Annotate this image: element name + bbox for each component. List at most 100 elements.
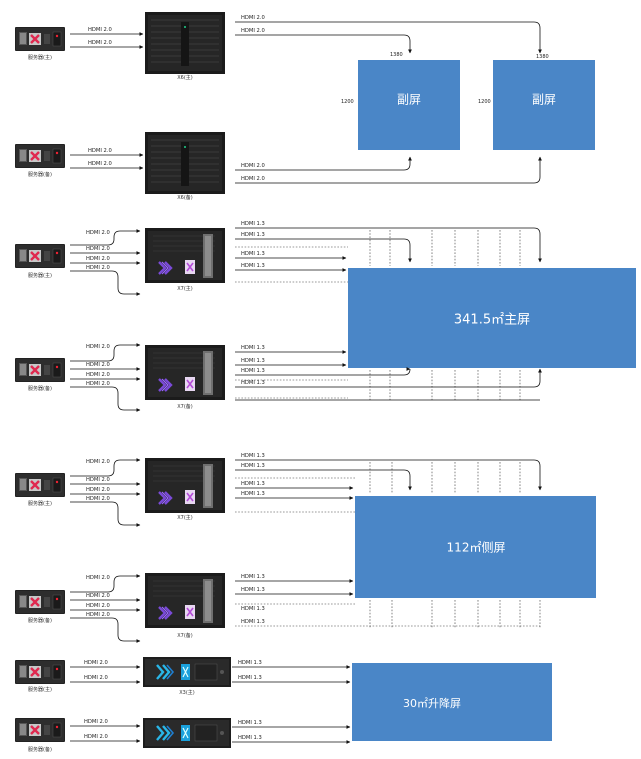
server-main-1-caption: 服务器(主) (28, 54, 52, 61)
sub-screen-2-label: 副屏 (532, 93, 556, 107)
hdmi-label-32: HDMI 1.3 (241, 380, 265, 386)
hdmi-label-28: HDMI 1.3 (241, 263, 265, 269)
hdmi-label-43: HDMI 1.3 (238, 660, 262, 666)
side-screen (355, 496, 596, 598)
signal-wire-13 (70, 343, 141, 362)
hdmi-label-40: HDMI 1.3 (241, 619, 265, 625)
signal-wire-7 (235, 156, 412, 171)
hdmi-label-44: HDMI 1.3 (238, 675, 262, 681)
server-backup-1-caption: 服务器(备) (28, 171, 52, 178)
server-main-2-caption: 服务器(主) (28, 272, 52, 279)
server-main-3 (13, 471, 67, 499)
hdmi-label-7: HDMI 2.0 (241, 163, 265, 169)
hdmi-label-9: HDMI 2.0 (86, 230, 110, 236)
hdmi-label-25: HDMI 1.3 (241, 221, 265, 227)
hdmi-label-5: HDMI 2.0 (88, 148, 112, 154)
signal-wire-24 (70, 617, 141, 643)
hdmi-label-26: HDMI 1.3 (241, 232, 265, 238)
signal-wire-4 (235, 34, 412, 54)
sub-screen-2-width: 1380 (536, 54, 549, 60)
server-main-2 (13, 242, 67, 270)
hdmi-label-46: HDMI 2.0 (84, 734, 108, 740)
signal-wire-20 (70, 501, 141, 527)
signal-wire-21 (70, 574, 141, 593)
hdmi-label-45: HDMI 2.0 (84, 719, 108, 725)
hdmi-label-8: HDMI 2.0 (241, 176, 265, 182)
hdmi-label-35: HDMI 1.3 (241, 481, 265, 487)
hdmi-label-38: HDMI 1.3 (241, 587, 265, 593)
server-backup-3 (13, 588, 67, 616)
server-backup-2 (13, 356, 67, 384)
x7-main-device-2 (143, 456, 227, 515)
signal-wire-3 (235, 21, 542, 54)
sub-screen-1-height: 1200 (341, 99, 354, 105)
hdmi-label-4: HDMI 2.0 (241, 28, 265, 34)
hdmi-label-23: HDMI 2.0 (86, 603, 110, 609)
signal-wire-26 (235, 238, 412, 263)
hdmi-label-47: HDMI 1.3 (238, 720, 262, 726)
hdmi-label-27: HDMI 1.3 (241, 251, 265, 257)
side-screen-label: 112㎡侧屏 (447, 541, 506, 555)
sub-screen-2-height: 1200 (478, 99, 491, 105)
hdmi-label-39: HDMI 1.3 (241, 606, 265, 612)
server-main-4 (13, 658, 67, 686)
hdmi-label-30: HDMI 1.3 (241, 358, 265, 364)
hdmi-label-12: HDMI 2.0 (86, 265, 110, 271)
x7-backup-caption-2: X7(备) (177, 632, 193, 639)
server-backup-4 (13, 716, 67, 744)
x6-main-device (144, 11, 226, 75)
hdmi-label-19: HDMI 2.0 (86, 487, 110, 493)
main-screen-label: 341.5㎡主屏 (454, 313, 530, 328)
hdmi-label-15: HDMI 2.0 (86, 372, 110, 378)
signal-wire-53 (235, 469, 412, 491)
x7-main-caption-2: X7(主) (177, 514, 193, 521)
hdmi-label-29: HDMI 1.3 (241, 345, 265, 351)
server-backup-1 (13, 142, 67, 170)
hdmi-label-17: HDMI 2.0 (86, 459, 110, 465)
lift-screen (352, 663, 552, 741)
hdmi-label-1: HDMI 2.0 (88, 27, 112, 33)
server-backup-4-caption: 服务器(备) (28, 746, 52, 753)
x3-backup-device (141, 716, 233, 750)
signal-wire-25 (235, 227, 542, 263)
server-backup-3-caption: 服务器(备) (28, 617, 52, 624)
x7-backup-device-1 (143, 343, 227, 402)
sub-screen-1-label: 副屏 (397, 93, 421, 107)
hdmi-label-36: HDMI 1.3 (241, 491, 265, 497)
lift-screen-label: 30㎡升降屏 (403, 696, 461, 710)
x6-main-caption: X6(主) (177, 74, 193, 81)
signal-wire-8 (235, 156, 542, 184)
main-screen (348, 268, 636, 368)
x3-main-caption: X3(主) (179, 689, 195, 696)
hdmi-label-11: HDMI 2.0 (86, 256, 110, 262)
x6-backup-device (144, 131, 226, 195)
hdmi-label-10: HDMI 2.0 (86, 246, 110, 252)
server-main-3-caption: 服务器(主) (28, 500, 52, 507)
sub-screen-1-width: 1380 (390, 52, 403, 58)
hdmi-label-22: HDMI 2.0 (86, 593, 110, 599)
hdmi-label-31: HDMI 1.3 (241, 368, 265, 374)
sub-screen-2 (493, 60, 595, 150)
x6-backup-caption: X6(备) (177, 194, 193, 201)
server-backup-2-caption: 服务器(备) (28, 385, 52, 392)
signal-wire-41 (235, 368, 542, 388)
hdmi-label-24: HDMI 2.0 (86, 612, 110, 618)
hdmi-label-33: HDMI 1.3 (241, 453, 265, 459)
hdmi-label-48: HDMI 1.3 (238, 735, 262, 741)
hdmi-label-13: HDMI 2.0 (86, 344, 110, 350)
signal-wire-16 (70, 386, 141, 412)
sub-screen-1 (358, 60, 460, 150)
hdmi-label-16: HDMI 2.0 (86, 381, 110, 387)
hdmi-label-21: HDMI 2.0 (86, 575, 110, 581)
hdmi-label-3: HDMI 2.0 (241, 15, 265, 21)
hdmi-label-37: HDMI 1.3 (241, 574, 265, 580)
server-main-1 (13, 25, 67, 53)
x3-main-device (141, 655, 233, 689)
server-main-4-caption: 服务器(主) (28, 686, 52, 693)
hdmi-label-6: HDMI 2.0 (88, 161, 112, 167)
signal-wire-17 (70, 458, 141, 477)
hdmi-label-20: HDMI 2.0 (86, 496, 110, 502)
x7-main-caption-1: X7(主) (177, 285, 193, 292)
signal-wire-40 (235, 368, 412, 376)
